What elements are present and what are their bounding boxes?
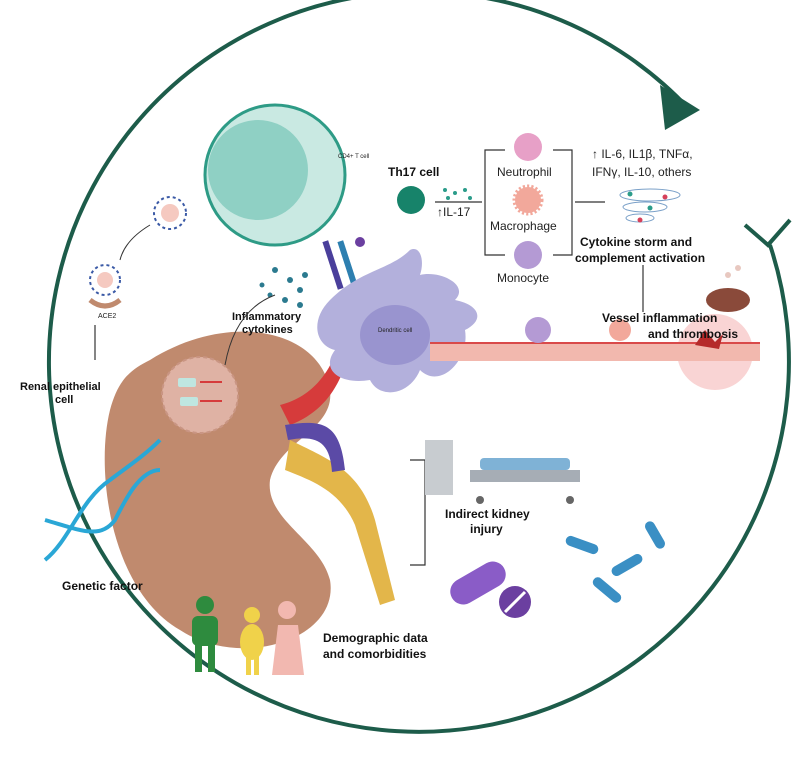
tcr-receptors <box>322 237 365 290</box>
il17-particles <box>443 188 472 200</box>
thrombus <box>695 330 723 349</box>
ring-end-icon <box>743 218 792 248</box>
cytokine-particles <box>259 267 308 308</box>
arrow-virus <box>119 224 151 261</box>
cd4-t-cell-label: CD4+ T cell <box>338 154 369 160</box>
indirect-injury-label-2: injury <box>470 522 503 536</box>
people-icons <box>192 596 304 675</box>
dendritic-cell: Dendritic cell <box>317 249 478 393</box>
complement-icon <box>706 265 750 312</box>
inflammatory-cytokines-label: Inflammatory <box>232 311 302 323</box>
neutrophil-label: Neutrophil <box>497 165 552 179</box>
outer-cycle-ring <box>46 0 791 734</box>
arrow-cytokines <box>224 294 276 366</box>
renal-epithelial-label-2: cell <box>55 394 73 406</box>
renal-epithelial-label: Renal epithelial <box>20 381 101 393</box>
cd4-t-cell: CD4+ T cell <box>203 103 369 247</box>
cytokine-storm-label-2: complement activation <box>575 251 705 265</box>
sars-cov-2-virus-icon <box>153 196 187 230</box>
neutrophil-cell <box>514 133 542 161</box>
dna-helix-icon <box>43 438 162 562</box>
ace2-label: ACE2 <box>98 313 116 320</box>
medication-pills-icon <box>450 561 531 618</box>
bracket-right <box>553 149 573 256</box>
vessel-inflammation-label-2: and thrombosis <box>648 327 738 341</box>
blood-vessel <box>430 314 760 390</box>
demographic-label-2: and comorbidities <box>323 647 427 661</box>
inflammatory-cytokines-label-2: cytokines <box>242 324 293 336</box>
cytokine-list-label-2: IFNγ, IL-10, others <box>592 165 691 179</box>
indirect-bracket <box>410 459 426 566</box>
cytokine-storm-label: Cytokine storm and <box>580 235 692 249</box>
nucleus <box>161 356 239 434</box>
genetic-factor-label: Genetic factor <box>62 579 143 593</box>
th17-cell <box>397 186 425 214</box>
virus-ace2-binding-icon: ACE2 <box>88 264 122 320</box>
il17-label: ↑IL-17 <box>437 205 471 219</box>
monocyte-cell <box>514 241 542 269</box>
vessel-inflammation-label: Vessel inflammation <box>602 311 717 325</box>
bacteria-icon <box>565 521 665 603</box>
indirect-injury-label: Indirect kidney <box>445 507 530 521</box>
bracket-left <box>484 149 505 256</box>
macrophage-label: Macrophage <box>490 219 557 233</box>
macrophage-cell <box>512 184 544 216</box>
hospital-bed-ventilator-icon <box>425 440 580 504</box>
dendritic-cell-label: Dendritic cell <box>378 328 412 334</box>
ring-arrowhead-icon <box>660 85 700 130</box>
cytokine-list-label: ↑ IL-6, IL1β, TNFα, <box>592 147 693 161</box>
monocyte-label: Monocyte <box>497 271 549 285</box>
demographic-label: Demographic data <box>323 631 428 645</box>
th17-cell-label: Th17 cell <box>388 165 439 179</box>
cytokine-storm-icon <box>619 188 681 223</box>
